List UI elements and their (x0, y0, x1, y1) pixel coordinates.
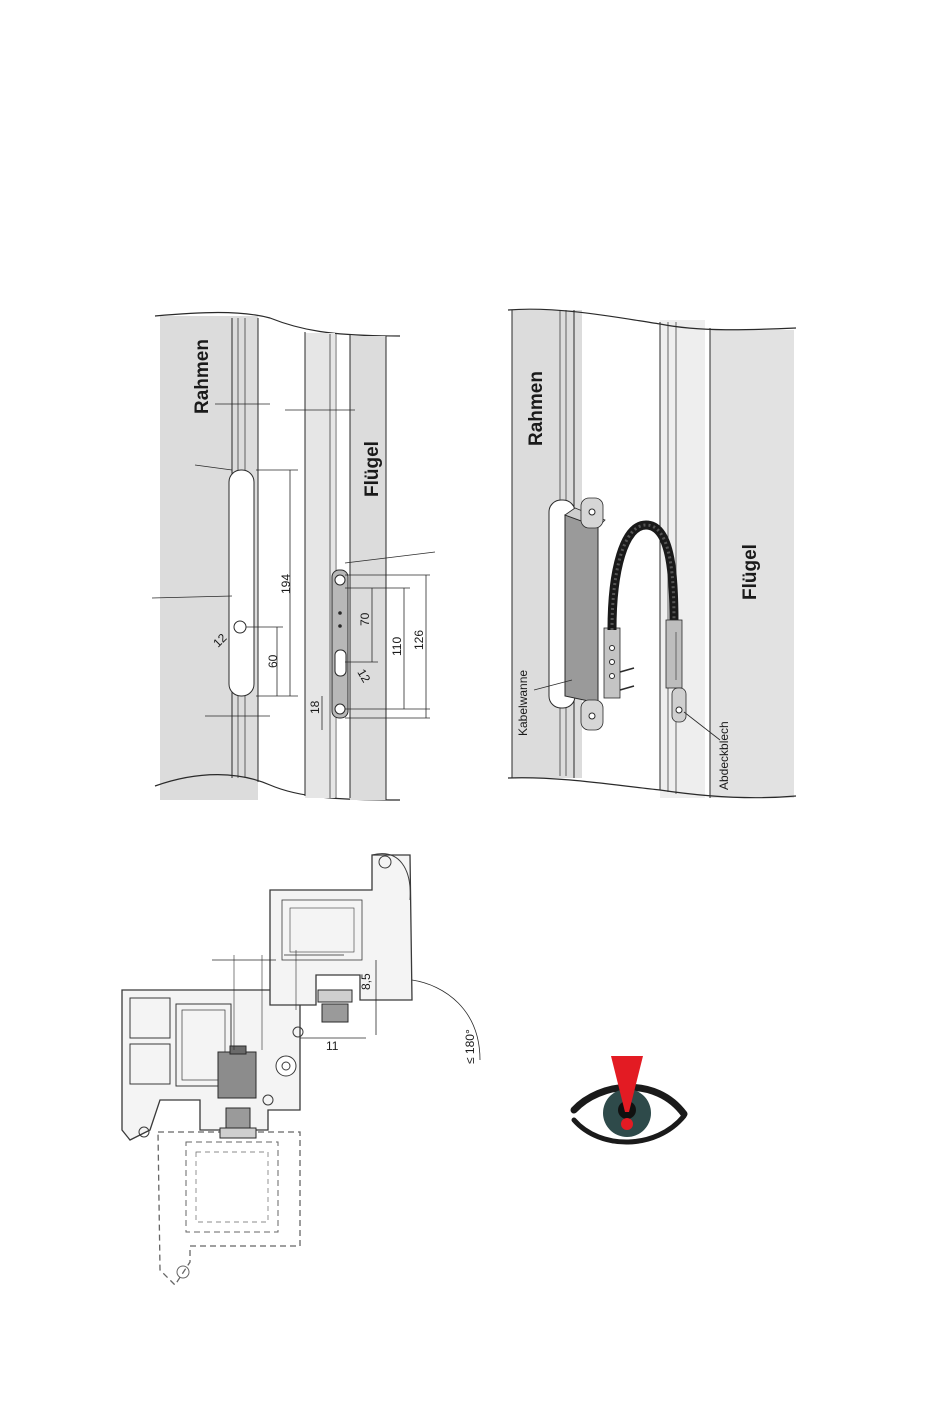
eye-warning-icon (574, 1056, 684, 1142)
sash-label-b: Flügel (740, 544, 761, 600)
panel-cable-transition-view: Rahmen Flügel Kabelwanne Abdeckblech (508, 309, 796, 798)
cable-transition-body (218, 1052, 256, 1098)
sash-profile (305, 333, 335, 798)
dim-60: 60 (266, 654, 280, 668)
panel-cross-section: 8,5 11 ≤ 180° (122, 854, 480, 1285)
frame-label: Rahmen (192, 339, 213, 414)
cover-plate-label: Abdeckblech (717, 721, 731, 790)
dim-194: 194 (279, 574, 293, 594)
dim-18: 18 (308, 700, 322, 714)
frame-profile-section (122, 990, 300, 1140)
sash-swing-outline (158, 1132, 300, 1285)
cover-plate (672, 688, 686, 722)
sash-profile-section (270, 855, 412, 1005)
frame-cutout-slot (229, 470, 254, 696)
sash-mounting-plate (332, 570, 348, 718)
cable-tray-label: Kabelwanne (516, 670, 530, 736)
dim-110: 110 (390, 637, 404, 656)
dim-8-5: 8,5 (359, 973, 373, 990)
frame-label-b: Rahmen (526, 371, 547, 446)
dim-11: 11 (326, 1039, 339, 1053)
cable-tray-housing (565, 515, 598, 703)
dim-126: 126 (412, 630, 426, 650)
dim-70: 70 (358, 612, 372, 626)
angle-180: ≤ 180° (463, 1029, 477, 1064)
sash-label: Flügel (362, 441, 383, 497)
panel-dimension-drawing: Rahmen Flügel 194 60 12 70 110 126 12 18 (152, 313, 435, 801)
